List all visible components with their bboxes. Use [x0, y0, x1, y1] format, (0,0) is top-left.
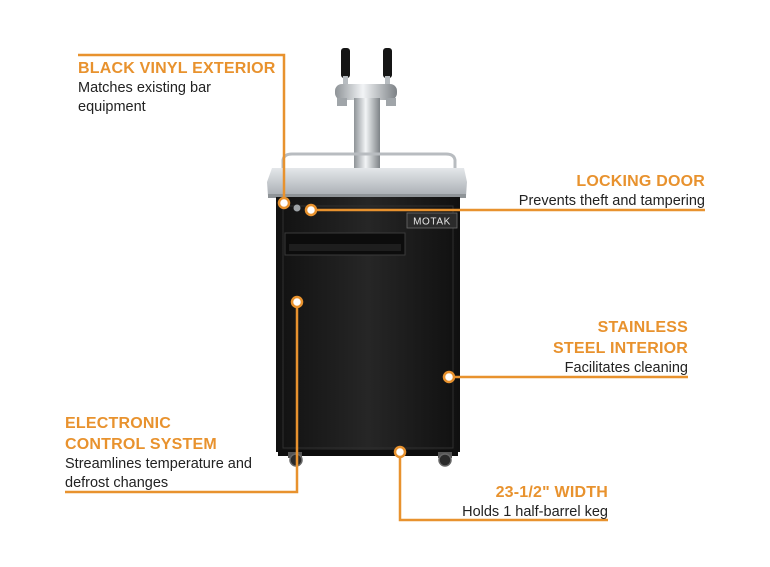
tower-column [354, 98, 380, 178]
marker-control [290, 295, 304, 309]
leader-width [398, 452, 608, 522]
marker-interior [442, 370, 456, 384]
marker-width [393, 445, 407, 459]
callout-door: LOCKING DOOR Prevents theft and tamperin… [519, 171, 705, 211]
callout-interior-desc: Facilitates cleaning [564, 360, 688, 376]
callout-exterior-desc: Matches existing bar equipment [78, 80, 211, 115]
callout-exterior-title: BLACK VINYL EXTERIOR [78, 60, 276, 77]
callout-interior-title: STAINLESS STEEL INTERIOR [553, 319, 688, 357]
callout-door-desc: Prevents theft and tampering [518, 193, 705, 209]
callout-door-title: LOCKING DOOR [576, 173, 705, 190]
brand-logo: MOTAK [413, 217, 451, 228]
tower-head [335, 84, 397, 100]
leader-exterior [78, 53, 286, 203]
brand-plate [406, 212, 458, 229]
tap-handle-left [341, 48, 350, 78]
callout-width: 23-1/2" WIDTH Holds 1 half-barrel keg [462, 482, 608, 522]
lock-icon [293, 204, 301, 212]
steel-top [267, 168, 467, 196]
callout-control-desc: Streamlines temperature and defrost chan… [65, 456, 252, 491]
marker-exterior [277, 196, 291, 210]
callout-interior: STAINLESS STEEL INTERIOR Facilitates cle… [553, 317, 688, 378]
caster-right [438, 453, 452, 467]
callout-control: ELECTRONIC CONTROL SYSTEM Streamlines te… [65, 413, 252, 493]
leader-control [65, 302, 299, 494]
callout-width-title: 23-1/2" WIDTH [495, 484, 608, 501]
callout-exterior: BLACK VINYL EXTERIOR Matches existing ba… [78, 58, 276, 117]
callout-width-desc: Holds 1 half-barrel keg [462, 504, 608, 520]
leader-lines [65, 53, 705, 522]
callout-control-title: ELECTRONIC CONTROL SYSTEM [65, 415, 217, 453]
tap-handle-right [383, 48, 392, 78]
marker-door [304, 203, 318, 217]
